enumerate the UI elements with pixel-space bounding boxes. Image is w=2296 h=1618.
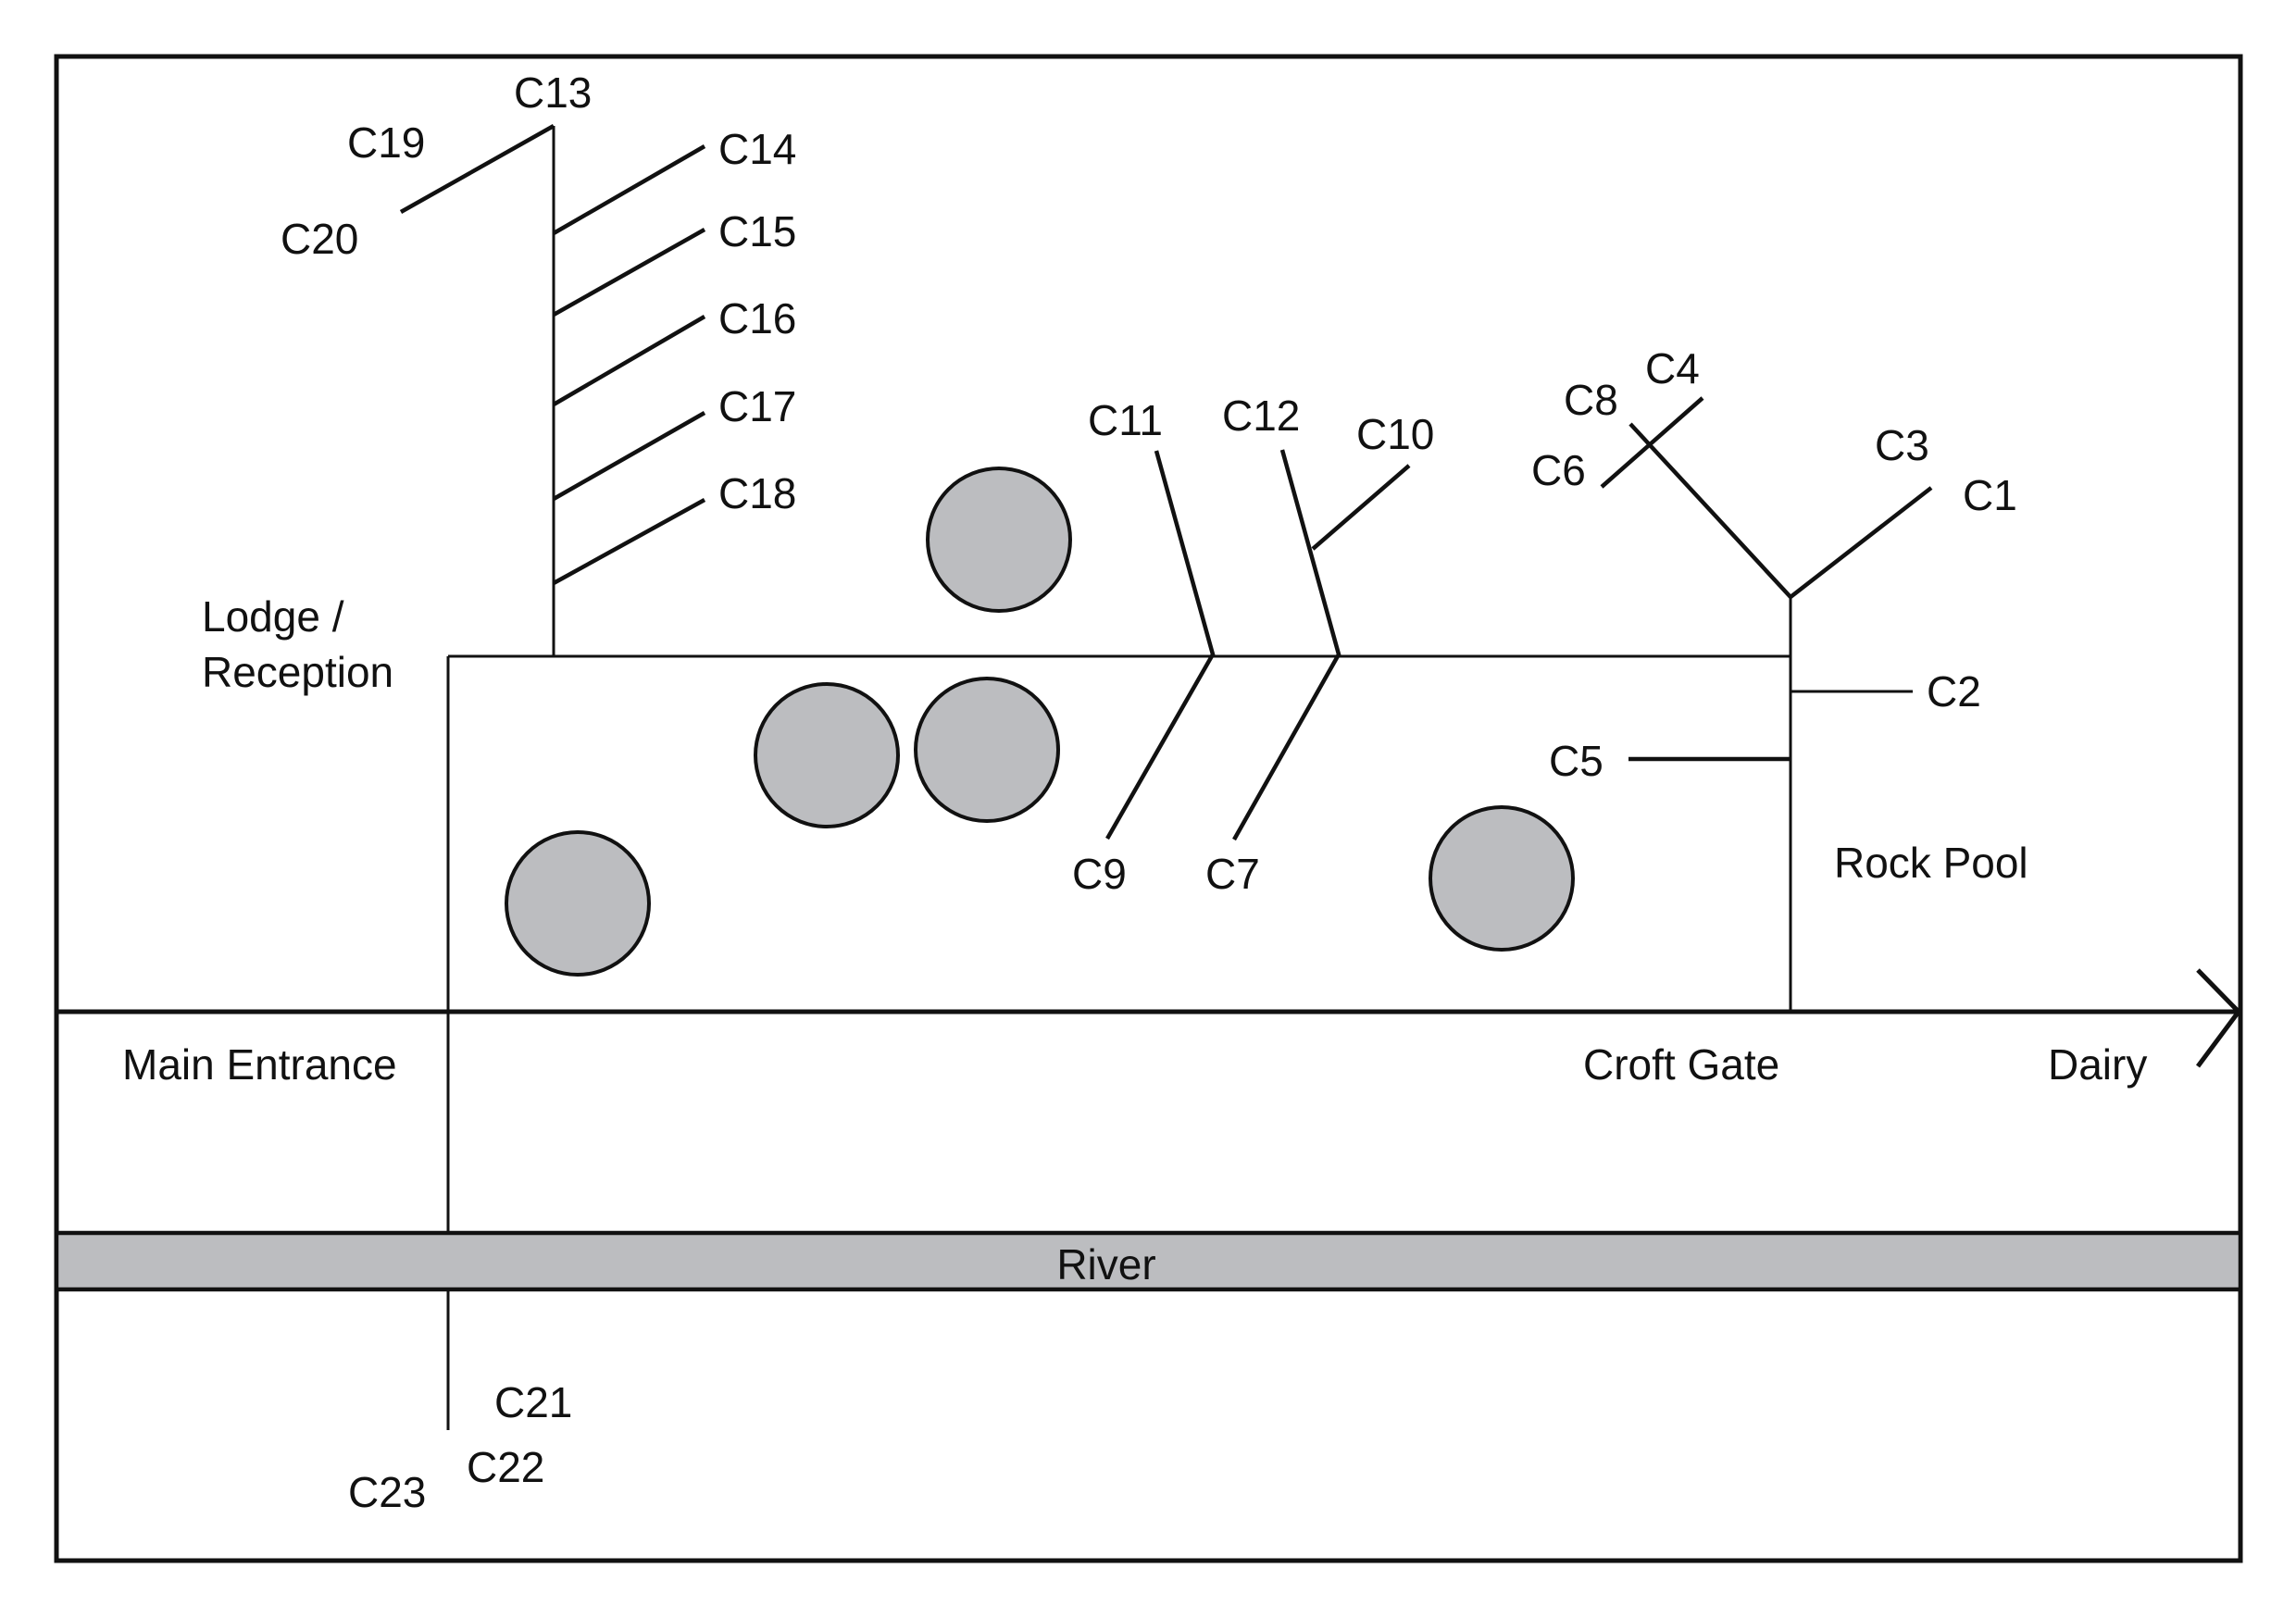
- river-label: River: [1056, 1240, 1155, 1288]
- pool-circle: [754, 682, 900, 828]
- c10-spur: [1311, 464, 1411, 551]
- point-label-c11: C11: [1088, 396, 1163, 444]
- point-label-c18: C18: [718, 469, 796, 517]
- point-label-c15: C15: [718, 207, 796, 255]
- c4-c6-cross: [1600, 396, 1704, 489]
- c17-spur: [552, 411, 706, 501]
- point-label-c16: C16: [718, 294, 796, 342]
- river-band: [54, 1230, 2243, 1292]
- point-label-c3: C3: [1875, 421, 1929, 469]
- rock-pool-label: Rock Pool: [1834, 839, 2028, 887]
- point-label-c17: C17: [718, 382, 796, 430]
- lodge-label-line2: Reception: [202, 648, 393, 696]
- road-arrow-icon: [2195, 968, 2242, 1068]
- point-label-c2: C2: [1927, 667, 1981, 716]
- pool-circle: [1429, 805, 1575, 952]
- croft-gate-label: Croft Gate: [1583, 1040, 1779, 1089]
- pool-circle: [926, 467, 1072, 613]
- point-label-c9: C9: [1072, 850, 1127, 898]
- point-label-c10: C10: [1356, 410, 1434, 458]
- c19-c20-spur: [399, 124, 555, 214]
- point-label-c22: C22: [467, 1443, 544, 1491]
- point-label-c14: C14: [718, 125, 796, 173]
- point-label-c1: C1: [1963, 471, 2017, 519]
- lodge-label-line1: Lodge /: [202, 592, 344, 641]
- point-label-c23: C23: [348, 1468, 426, 1516]
- point-label-c5: C5: [1549, 737, 1603, 785]
- point-label-c8: C8: [1564, 376, 1618, 424]
- c1-arm: [1789, 486, 1933, 599]
- pool-circle: [914, 677, 1060, 823]
- c8-arm: [1628, 422, 1792, 599]
- point-label-c7: C7: [1205, 850, 1260, 898]
- c14-spur: [552, 144, 706, 235]
- main-entrance-label: Main Entrance: [122, 1040, 397, 1089]
- dairy-label: Dairy: [2048, 1040, 2147, 1089]
- c11-c9-path: [1105, 450, 1216, 840]
- c12-c7-path: [1232, 449, 1341, 841]
- pool-circle: [505, 830, 651, 977]
- map-border: [54, 54, 2243, 1563]
- point-label-c21: C21: [494, 1378, 572, 1426]
- c15-spur: [552, 228, 706, 317]
- c16-spur: [552, 315, 706, 406]
- point-label-c13: C13: [514, 68, 592, 117]
- point-label-c4: C4: [1645, 344, 1700, 392]
- point-label-c12: C12: [1222, 392, 1300, 440]
- point-label-c19: C19: [347, 118, 425, 167]
- point-label-c20: C20: [281, 215, 358, 263]
- c18-spur: [552, 498, 706, 585]
- point-label-c6: C6: [1531, 446, 1586, 494]
